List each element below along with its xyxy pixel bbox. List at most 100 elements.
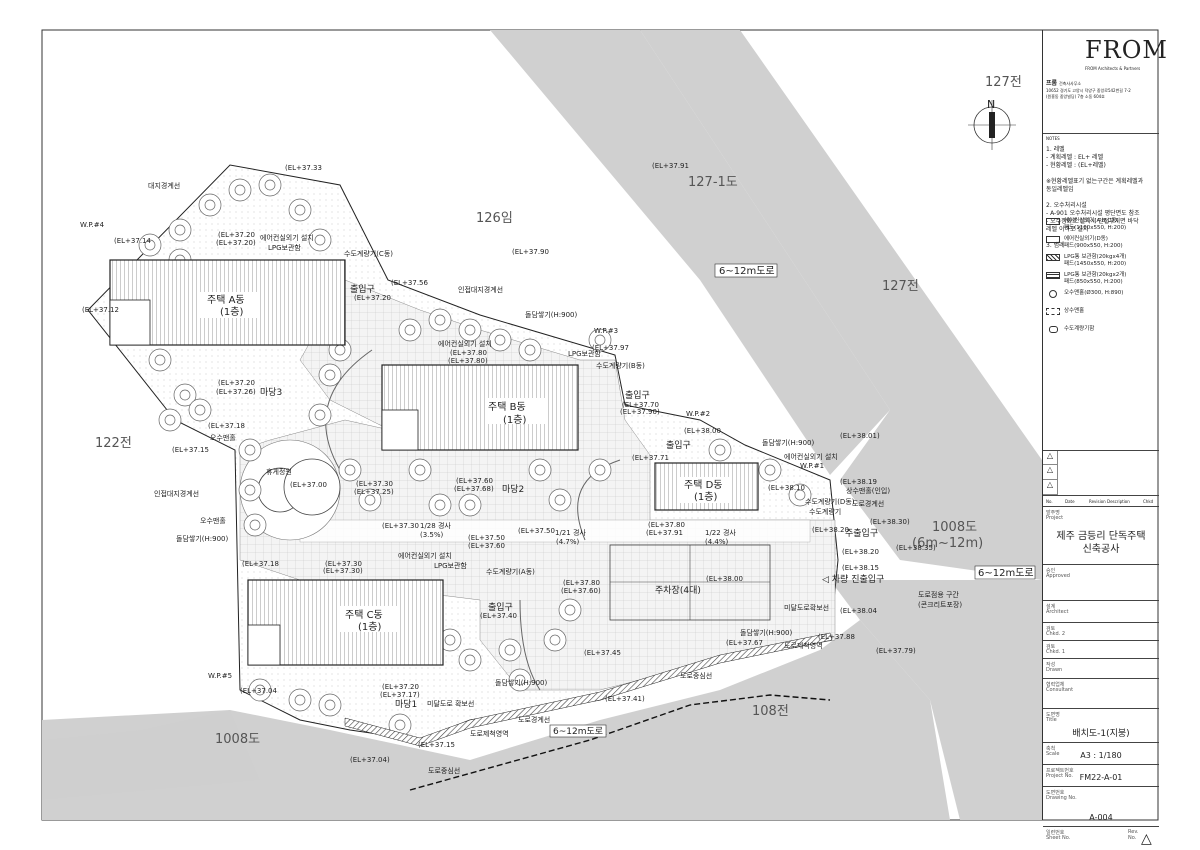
chkd1-caption: 검토 bbox=[1046, 644, 1056, 650]
chkd1-caption-en: Chkd. 1 bbox=[1046, 649, 1066, 655]
note-label: 수도계량기(C동) bbox=[344, 249, 393, 258]
note-label: 상수맨홀(인입) bbox=[846, 486, 890, 495]
note-line: 레벨 이하로 설치 bbox=[1046, 226, 1089, 233]
tree-icon-core bbox=[264, 179, 276, 191]
tree-icon-core bbox=[594, 334, 606, 346]
lot-label: (6m~12m) bbox=[912, 536, 983, 551]
note-label: 도로경계선 bbox=[518, 715, 550, 724]
elevation-label: (EL+38.35) bbox=[896, 544, 936, 552]
elevation-label: (EL+38.20 bbox=[812, 526, 849, 534]
elevation-label: (EL+37.20 bbox=[218, 231, 255, 239]
elevation-label: (EL+37.90) bbox=[620, 408, 660, 416]
chkd2-caption: 검토 bbox=[1046, 626, 1056, 632]
rev-no-header: No. bbox=[1046, 499, 1053, 504]
legend-symbol-icon bbox=[1049, 290, 1057, 298]
tree-icon-core bbox=[249, 519, 261, 531]
elevation-label: (EL+37.30 bbox=[382, 522, 419, 530]
tree-icon-core bbox=[204, 199, 216, 211]
note-line: 3. 범례 bbox=[1046, 242, 1065, 249]
elevation-label: (EL+37.80) bbox=[448, 357, 488, 365]
note-line: 1. 레벨 bbox=[1046, 146, 1065, 153]
curve-path bbox=[325, 349, 373, 471]
tree-icon-core bbox=[414, 464, 426, 476]
firm-logo-sub: FROM Architects & Partners bbox=[1085, 66, 1141, 71]
elevation-label: (EL+37.80 bbox=[450, 349, 487, 357]
note-label: 도로중심선 bbox=[680, 671, 712, 680]
note-label: 에어컨실외기 설치 bbox=[260, 233, 314, 242]
entrance-label: 주출입구 bbox=[845, 527, 878, 539]
elevation-label: (EL+37.17) bbox=[380, 691, 420, 699]
tree-icon-core bbox=[334, 344, 346, 356]
elevation-label: (EL+38.04 bbox=[840, 607, 878, 615]
elevation-label: (EL+38.30) bbox=[870, 518, 910, 526]
note-line: ※현황레벨표기 없는구간은 계획레벨과 bbox=[1046, 178, 1144, 185]
legend-text: 패드(900x550, H:200) bbox=[1064, 243, 1123, 249]
work-point-label: W.P.#1 bbox=[800, 462, 824, 470]
note-label: 오수맨홀 bbox=[210, 433, 236, 442]
tree-icon-core bbox=[144, 239, 156, 251]
note-label: 인접대지경계선 bbox=[458, 285, 503, 294]
project-number: FM22-A-01 bbox=[1079, 773, 1123, 782]
elevation-label: (EL+37.41) bbox=[605, 695, 645, 703]
scale-caption-en: Scale bbox=[1046, 751, 1060, 757]
entrance-label: 출입구 bbox=[488, 601, 513, 613]
elevation-label: (EL+37.60 bbox=[456, 477, 493, 485]
elevation-label: (EL+37.04 bbox=[240, 687, 278, 695]
yard-label: 마당3 bbox=[260, 387, 282, 398]
tree-icon-core bbox=[434, 314, 446, 326]
elevation-label: (EL+37.56 bbox=[391, 279, 429, 287]
scale-caption: 축척 bbox=[1046, 746, 1056, 752]
note-label: (콘크리트포장) bbox=[918, 600, 962, 609]
house-c-name: 주택 C동 bbox=[345, 609, 383, 621]
lot-label: 127-1도 bbox=[688, 175, 738, 190]
project-caption: 발주명 bbox=[1046, 510, 1060, 516]
road-label-right: 6~12m도로 bbox=[974, 565, 1036, 580]
legend-symbol-icon bbox=[1049, 326, 1058, 333]
lot-label: 127전 bbox=[985, 75, 1022, 90]
legend-symbol-icon bbox=[1046, 218, 1060, 225]
tree-icon-core bbox=[324, 699, 336, 711]
elevation-label: (EL+37.20 bbox=[382, 683, 419, 691]
entrance-label: 출입구 bbox=[350, 283, 375, 295]
rev-triangle-icon: △ bbox=[1141, 831, 1152, 847]
trees bbox=[138, 173, 812, 737]
slope-label: (3.5%) bbox=[420, 531, 444, 539]
elevation-label: (EL+37.14 bbox=[114, 237, 152, 245]
rev-chkd-header: Chkd bbox=[1143, 499, 1154, 504]
legend-text: 오수맨홀(Ø300, H:890) bbox=[1064, 290, 1124, 296]
slope-label: (4.4%) bbox=[705, 538, 729, 546]
sheet-caption-en: Sheet No. bbox=[1046, 835, 1071, 841]
elevation-label: (EL+37.26) bbox=[216, 388, 256, 396]
elevation-label: (EL+37.25) bbox=[354, 488, 394, 496]
elevation-label: (EL+37.91 bbox=[646, 529, 683, 537]
title-caption: 도면명 bbox=[1046, 712, 1060, 718]
note-label: 돌담쌓기(H:900) bbox=[762, 438, 814, 447]
scale-value: A3 : 1/180 bbox=[1080, 751, 1122, 760]
legend-text: 패드(850x550, H:200) bbox=[1064, 279, 1123, 285]
legend-symbol-icon bbox=[1046, 254, 1060, 261]
elevation-label: (EL+37.30) bbox=[323, 567, 363, 575]
note-label: 돌담쌓기(H:900) bbox=[176, 534, 228, 543]
architect-caption: 설계 bbox=[1046, 604, 1056, 610]
parking-label: 주차장(4대) bbox=[655, 584, 701, 596]
projno-caption: 프로젝트번호 bbox=[1046, 768, 1074, 774]
elevation-label: (EL+37.50 bbox=[468, 534, 505, 542]
tree-icon-core bbox=[179, 389, 191, 401]
elevation-label: (EL+37.60) bbox=[561, 587, 601, 595]
elevation-label: (EL+37.20 bbox=[354, 294, 391, 302]
legend-symbol-icon bbox=[1046, 272, 1060, 279]
elevation-label: (EL+37.45 bbox=[584, 649, 621, 657]
elevation-label: (EL+37.04) bbox=[350, 756, 390, 764]
elevation-label: (EL+37.67 bbox=[726, 639, 763, 647]
rev-no-caption: No. bbox=[1128, 835, 1137, 841]
lot-label: 1008도 bbox=[215, 732, 260, 747]
chkd2-caption-en: Chkd. 2 bbox=[1046, 631, 1066, 637]
road-label-text: 6~12m도로 bbox=[553, 727, 603, 737]
legend-text: 패드(1450x550, H:200) bbox=[1064, 261, 1127, 267]
house-a-name: 주택 A동 bbox=[207, 294, 245, 306]
road-label-text: 6~12m도로 bbox=[719, 266, 775, 277]
project-row: 발주명 Project 제주 금등리 단독주택 신축공사 bbox=[1043, 506, 1159, 558]
note-label: 돌담쌓기(H:900) bbox=[495, 678, 547, 687]
legend-text: 에어컨실외기(D동) bbox=[1064, 236, 1108, 242]
